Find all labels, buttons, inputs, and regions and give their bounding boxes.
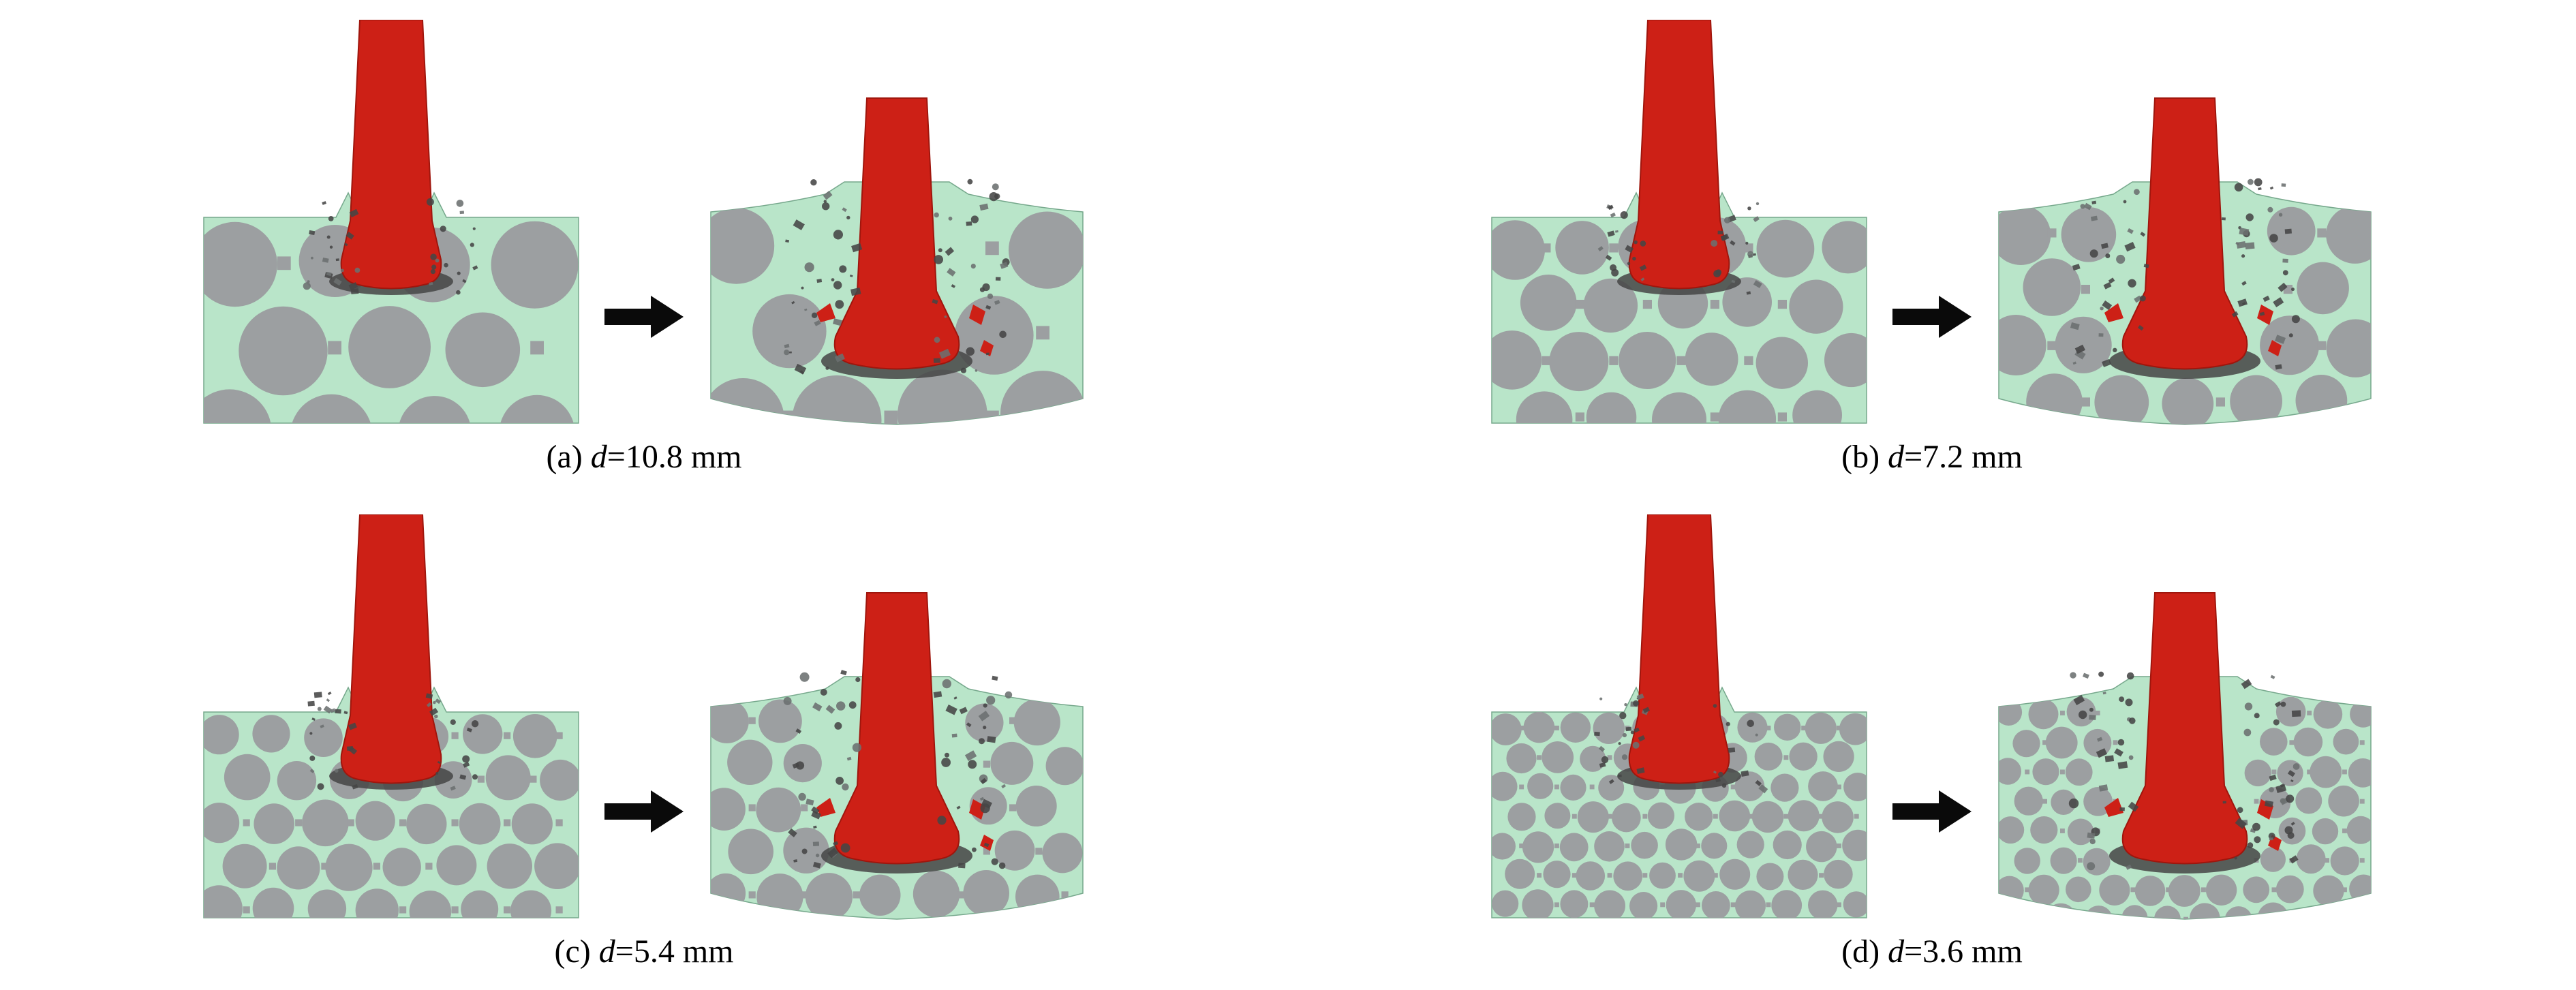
arrow-right-icon [1891, 785, 1973, 841]
caption-prefix: (b) [1841, 438, 1888, 475]
caption-prefix: (d) [1841, 933, 1888, 970]
panel-caption: (d) d=3.6 mm [1841, 933, 2023, 970]
arrow-right-icon [1891, 290, 1973, 347]
caption-symbol: d [590, 438, 607, 475]
caption-symbol: d [598, 933, 615, 970]
sim-after-image [703, 514, 1091, 923]
panel-d: (d) d=3.6 mm [1288, 495, 2576, 990]
caption-value: =5.4 mm [615, 933, 734, 970]
caption-prefix: (a) [546, 438, 591, 475]
sim-after-image [1991, 514, 2379, 923]
panel-a: (a) d=10.8 mm [0, 0, 1288, 495]
sim-before-image [197, 18, 585, 429]
caption-symbol: d [1888, 438, 1905, 475]
panel-a-image-pair [197, 18, 1091, 429]
arrow-right-icon [603, 785, 685, 841]
panel-c: (c) d=5.4 mm [0, 495, 1288, 990]
panel-d-image-pair [1485, 514, 2379, 923]
arrow-right-icon [603, 290, 685, 347]
sim-before-image [197, 514, 585, 923]
panel-caption: (b) d=7.2 mm [1841, 439, 2023, 476]
panel-c-image-pair [197, 514, 1091, 923]
sim-before-image [1485, 514, 1873, 923]
caption-value: =7.2 mm [1904, 438, 2023, 475]
caption-symbol: d [1888, 933, 1905, 970]
panel-caption: (c) d=5.4 mm [554, 933, 734, 970]
caption-value: =3.6 mm [1904, 933, 2023, 970]
panel-b-image-pair [1485, 18, 2379, 429]
sim-before-image [1485, 18, 1873, 429]
caption-prefix: (c) [554, 933, 599, 970]
caption-value: =10.8 mm [607, 438, 742, 475]
panel-b: (b) d=7.2 mm [1288, 0, 2576, 495]
sim-after-image [703, 20, 1091, 429]
sim-after-image [1991, 20, 2379, 429]
panel-caption: (a) d=10.8 mm [546, 439, 741, 476]
